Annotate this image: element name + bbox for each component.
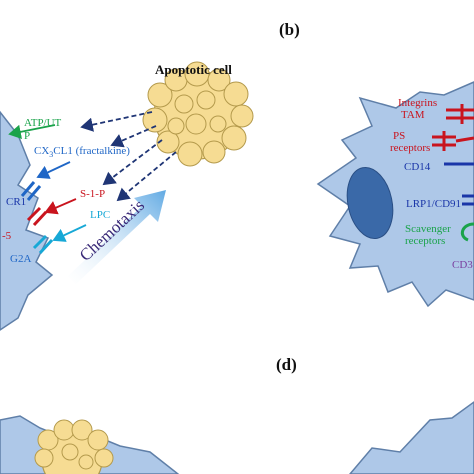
chemotaxis-label: Chemotaxis <box>76 196 148 265</box>
signal-s1p: S-1-P <box>44 188 105 215</box>
macrophage-left <box>0 110 54 331</box>
receptor-integrins-tam <box>446 104 474 124</box>
ps-receptors-label-1: PS <box>393 130 405 142</box>
lpc-label: LPC <box>90 209 110 221</box>
receptor-lrp1 <box>462 194 474 206</box>
chemotaxis-arrow: Chemotaxis <box>68 190 166 284</box>
signal-lpc: LPC <box>52 209 110 242</box>
atp-utp-label-1: ATP/UT <box>24 117 62 129</box>
panel-label-d: (d) <box>276 355 297 374</box>
g2a-label: G2A <box>10 253 31 265</box>
s1p-label: S-1-P <box>80 188 105 200</box>
signal-atp-utp: ATP/UT P <box>8 117 62 142</box>
receptor-cx3cr1 <box>20 181 42 201</box>
receptor-s1p <box>26 206 48 227</box>
macrophage-bottom-right <box>349 401 474 474</box>
release-arrows <box>80 111 177 202</box>
apoptotic-cell-title: Apoptotic cell <box>155 62 232 77</box>
lrp1-label: LRP1/CD91 <box>406 198 461 210</box>
tam-label: TAM <box>401 109 425 121</box>
panel-label-b: (b) <box>279 20 300 39</box>
scavenger-label-2: receptors <box>405 235 445 247</box>
ps-receptors-label-2: receptors <box>390 142 430 154</box>
atp-utp-label-2: P <box>24 130 30 142</box>
cx3cl1-label: CX3CL1 (fractalkine) <box>34 145 130 159</box>
receptor-scavenger <box>460 222 474 242</box>
receptor-g2a <box>32 234 54 255</box>
cd14-label: CD14 <box>404 161 431 173</box>
receptor-ps <box>432 131 474 151</box>
signal-cx3cl1: CX3CL1 (fractalkine) <box>34 145 130 179</box>
nucleus <box>346 166 394 240</box>
cd3-label: CD3 <box>452 259 473 271</box>
integrins-label: Integrins <box>398 97 437 109</box>
scavenger-label-1: Scavenger <box>405 223 451 235</box>
s1p-receptor-label: -5 <box>2 230 12 242</box>
apoptotic-cell-bottom <box>34 419 114 474</box>
macrophage-right <box>316 81 474 308</box>
cr1-label: CR1 <box>6 196 26 208</box>
apoptotic-cell <box>142 61 254 167</box>
